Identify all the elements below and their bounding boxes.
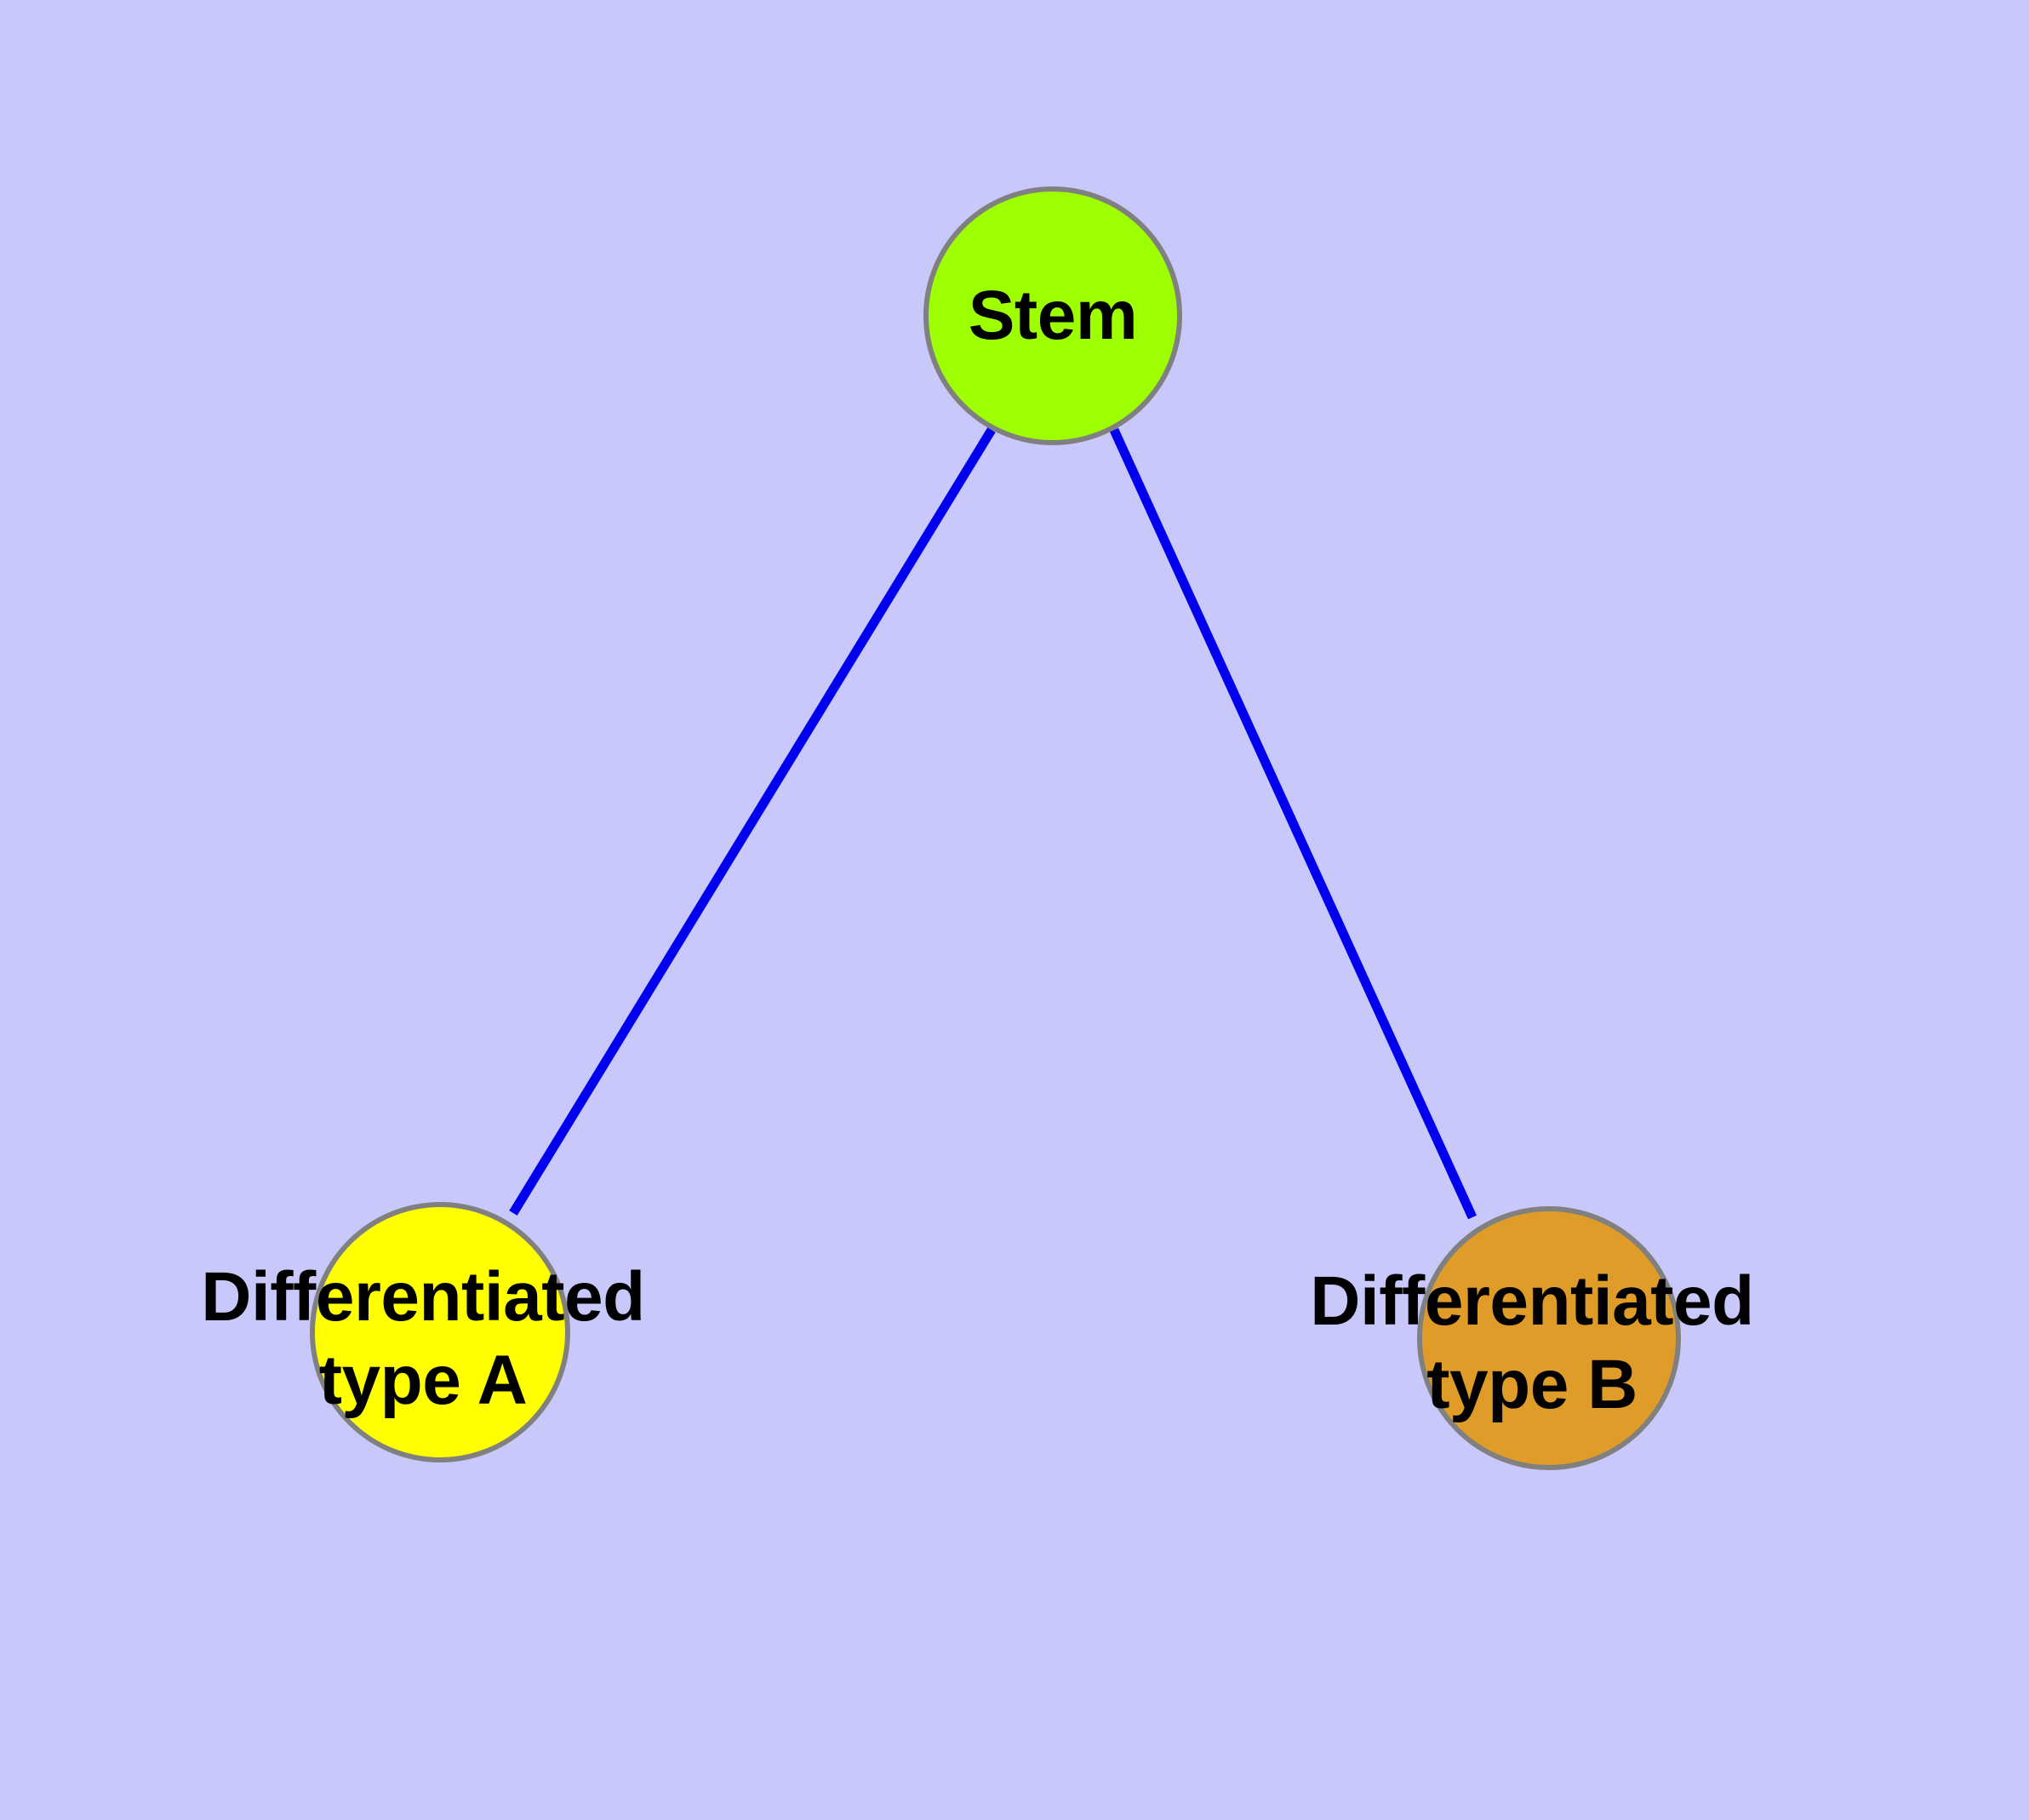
node-stem[interactable]	[923, 186, 1182, 445]
node-differentiated-type-a[interactable]	[310, 1202, 570, 1462]
node-label-differentiated-type-a: Differentiated type A	[201, 1258, 645, 1419]
edge-stem-to-differentiated-type-a[interactable]	[509, 427, 996, 1216]
node-differentiated-type-b[interactable]	[1417, 1206, 1681, 1470]
node-label-differentiated-type-b: Differentiated type B	[1310, 1262, 1754, 1423]
edge-stem-to-differentiated-type-b[interactable]	[1109, 427, 1477, 1220]
node-label-stem: Stem	[968, 277, 1138, 354]
